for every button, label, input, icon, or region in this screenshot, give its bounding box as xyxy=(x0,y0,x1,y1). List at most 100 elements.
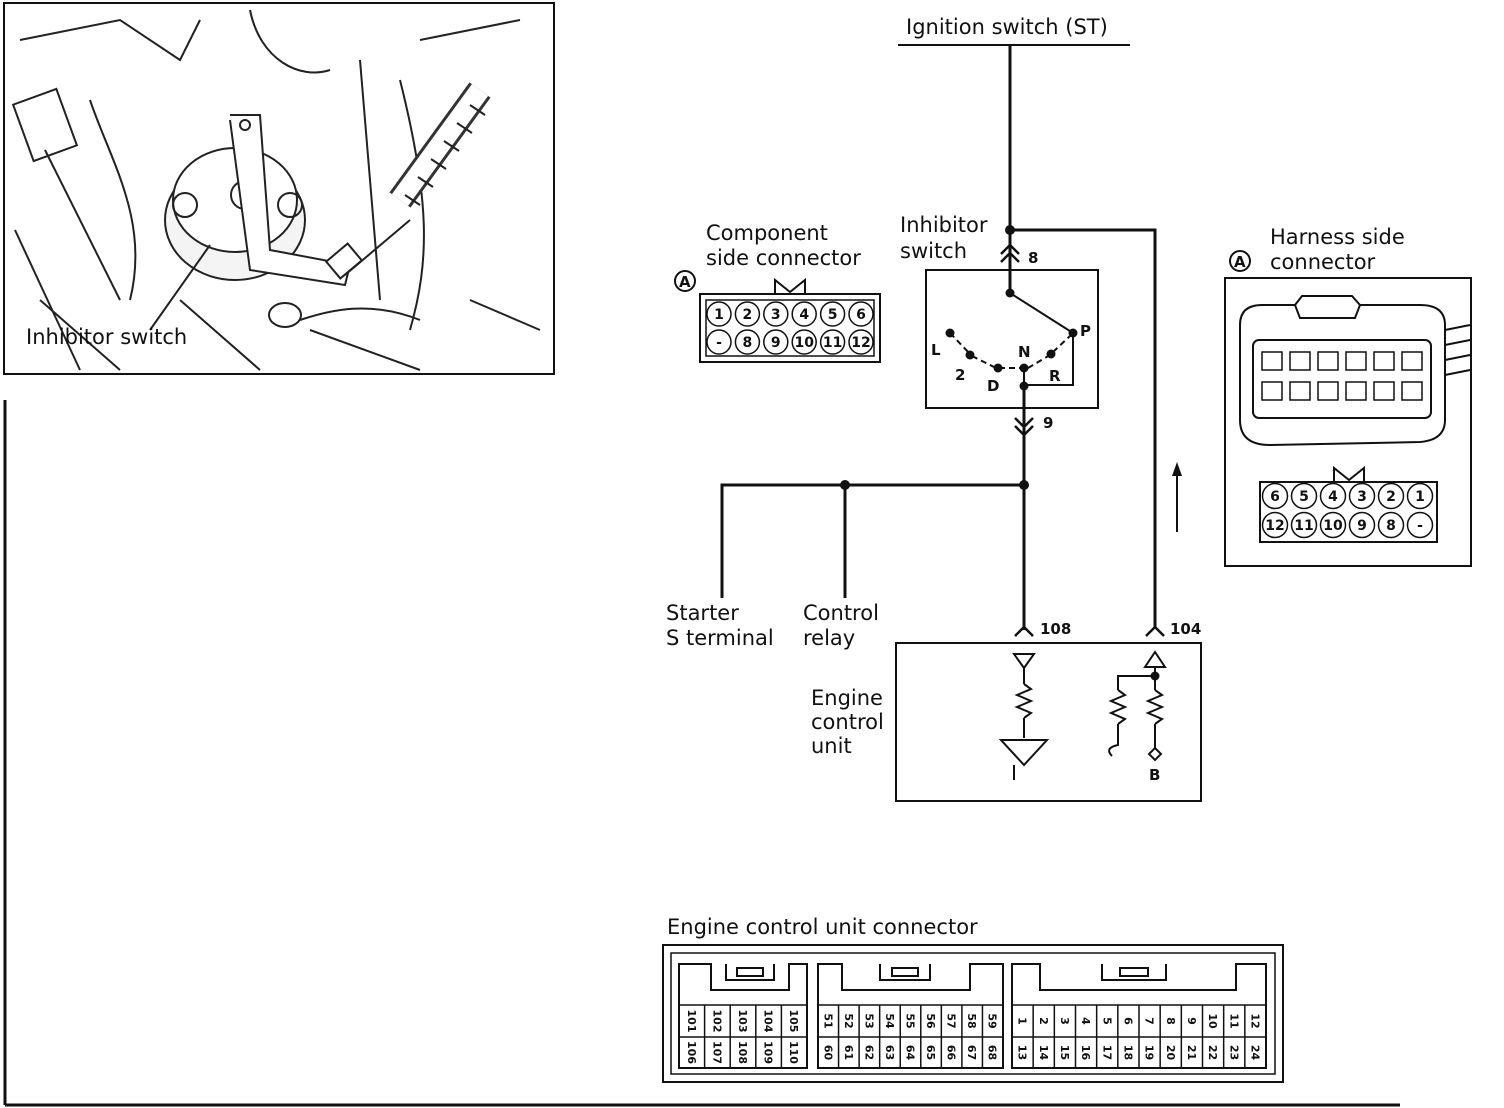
inhibitor-switch-label-line2: switch xyxy=(900,239,967,263)
ecu-block1-pin-label: 107 xyxy=(710,1041,723,1064)
component-connector-pin-label: 12 xyxy=(851,335,870,351)
harness-cavity xyxy=(1373,381,1395,401)
ecu-block3-pin-label: 20 xyxy=(1164,1045,1177,1061)
component-connector-a-marker: A xyxy=(674,270,696,292)
ecu-block2-pin-label: 62 xyxy=(862,1045,875,1060)
ignition-switch-label: Ignition switch (ST) xyxy=(906,15,1108,39)
ecu-block3-pin-label: 21 xyxy=(1185,1045,1198,1060)
harness-cavity xyxy=(1345,351,1367,371)
wires xyxy=(720,44,1178,630)
harness-cavity xyxy=(1317,351,1339,371)
starter-label-line1: Starter xyxy=(666,601,739,625)
position-N: N xyxy=(1018,343,1031,361)
ecu-block1-pin-label: 108 xyxy=(736,1041,749,1064)
component-connector-pin-label: 11 xyxy=(823,335,842,351)
ecu-block2-pin-label: 65 xyxy=(924,1045,937,1060)
component-connector-label-line2: side connector xyxy=(706,246,861,270)
component-connector-pin-label: 2 xyxy=(743,307,753,323)
ecu-block3-pin-label: 9 xyxy=(1185,1017,1198,1025)
ecu-block2-pin-label: 51 xyxy=(821,1013,834,1028)
ecu-block1-pin-label: 109 xyxy=(762,1041,775,1064)
ecu-connector-label: Engine control unit connector xyxy=(667,915,978,939)
harness-connector-pin-label: 6 xyxy=(1270,489,1280,505)
component-connector-pin-circle xyxy=(706,329,732,355)
ecu-block3-pin-label: 12 xyxy=(1248,1013,1261,1028)
harness-connector-pin-circle xyxy=(1290,482,1318,510)
ecu-block2-pin-label: 56 xyxy=(924,1013,937,1029)
engine-control-unit-box: B xyxy=(895,642,1202,802)
ecu-block3-pin-label: 5 xyxy=(1100,1017,1113,1025)
component-connector-pin-label: 5 xyxy=(828,307,838,323)
ecu-block3-pin-label: 15 xyxy=(1058,1045,1071,1060)
harness-cavity xyxy=(1289,351,1311,371)
harness-connector-pin-circle xyxy=(1319,511,1347,539)
component-connector-pin-label: 9 xyxy=(771,335,781,351)
ecu-block3-pin-label: 16 xyxy=(1079,1045,1092,1061)
ecu-block3-pin-label: 24 xyxy=(1248,1045,1261,1061)
harness-connector-pin-label: 11 xyxy=(1294,518,1313,534)
ecu-block2-pin-label: 63 xyxy=(883,1045,896,1060)
harness-connector-pin-label: - xyxy=(1417,518,1423,534)
harness-connector-pin-circle xyxy=(1290,511,1318,539)
junction-dots xyxy=(840,225,1029,490)
harness-connector-pin-circle xyxy=(1348,511,1376,539)
harness-connector-pin-label: 3 xyxy=(1357,489,1367,505)
component-connector-pin-circle xyxy=(819,301,846,327)
component-connector-pin-label: - xyxy=(716,335,722,351)
ecu-block2-pin-label: 64 xyxy=(904,1045,917,1061)
harness-connector-pin-label: 8 xyxy=(1386,518,1396,534)
ecu-block2-pin-label: 57 xyxy=(945,1013,958,1028)
component-connector-pin-circle xyxy=(791,329,817,355)
component-connector-pin-circle xyxy=(734,329,761,355)
harness-connector-pin-circle xyxy=(1406,482,1434,510)
starter-label-line2: S terminal xyxy=(666,626,774,650)
component-connector-pin-circle xyxy=(791,301,817,327)
harness-cavity xyxy=(1401,351,1423,371)
component-connector-pin-label: 1 xyxy=(714,307,724,323)
control-relay-label-line2: relay xyxy=(803,626,855,650)
position-2: 2 xyxy=(955,366,965,384)
arrow-up-icon xyxy=(1172,462,1182,476)
ecu-block3-pin-label: 18 xyxy=(1121,1045,1134,1060)
ecu-block3-pin-label: 19 xyxy=(1143,1045,1156,1060)
ecu-block1-pin-label: 104 xyxy=(762,1010,775,1033)
component-connector-pin-label: 3 xyxy=(771,307,781,323)
ecu-block2-pin-label: 53 xyxy=(862,1013,875,1028)
component-connector-pin-circle xyxy=(763,301,789,327)
inhibitor-switch-label-line1: Inhibitor xyxy=(900,213,988,237)
harness-connector-pin-label: 9 xyxy=(1357,518,1367,534)
terminal-104-label: 104 xyxy=(1170,620,1201,638)
harness-connector-pin-circle xyxy=(1261,511,1289,539)
harness-cavity xyxy=(1345,381,1367,401)
harness-connector-label-line2: connector xyxy=(1270,250,1376,274)
position-L: L xyxy=(931,341,941,359)
ecu-block3-pin-label: 23 xyxy=(1227,1045,1240,1060)
harness-connector-pin-circle xyxy=(1406,511,1434,539)
component-connector-pin-circle xyxy=(819,329,846,355)
battery-terminal-label: B xyxy=(1149,766,1160,784)
ecu-label-line3: unit xyxy=(811,734,852,758)
ecu-block1-pin-label: 102 xyxy=(710,1010,723,1033)
component-connector-pin-label: 6 xyxy=(856,307,866,323)
ecu-block1-pin-label: 103 xyxy=(736,1010,749,1033)
ecu-block3-pin-label: 4 xyxy=(1079,1017,1092,1025)
photo-caption: Inhibitor switch xyxy=(26,325,187,349)
component-connector-pin-circle xyxy=(763,329,789,355)
harness-connector-pin-label: 2 xyxy=(1386,489,1396,505)
position-D: D xyxy=(987,377,999,395)
ecu-block1-pin-label: 106 xyxy=(685,1041,698,1064)
harness-cavity xyxy=(1261,351,1283,371)
terminal-108-label: 108 xyxy=(1040,620,1071,638)
ecu-block2-pin-label: 54 xyxy=(883,1013,896,1029)
component-connector-pin-label: 10 xyxy=(794,335,814,351)
ecu-block3-pin-label: 14 xyxy=(1037,1045,1050,1061)
ecu-block3-pin-label: 2 xyxy=(1037,1017,1050,1025)
harness-connector-pin-circle xyxy=(1348,482,1376,510)
inhibitor-switch-box: L 2 D N R P xyxy=(925,269,1099,409)
ecu-block2-pin-label: 59 xyxy=(986,1013,999,1028)
ecu-block1-pin-label: 105 xyxy=(787,1010,800,1033)
harness-cavity xyxy=(1289,381,1311,401)
harness-connector-pin-circle xyxy=(1377,511,1405,539)
